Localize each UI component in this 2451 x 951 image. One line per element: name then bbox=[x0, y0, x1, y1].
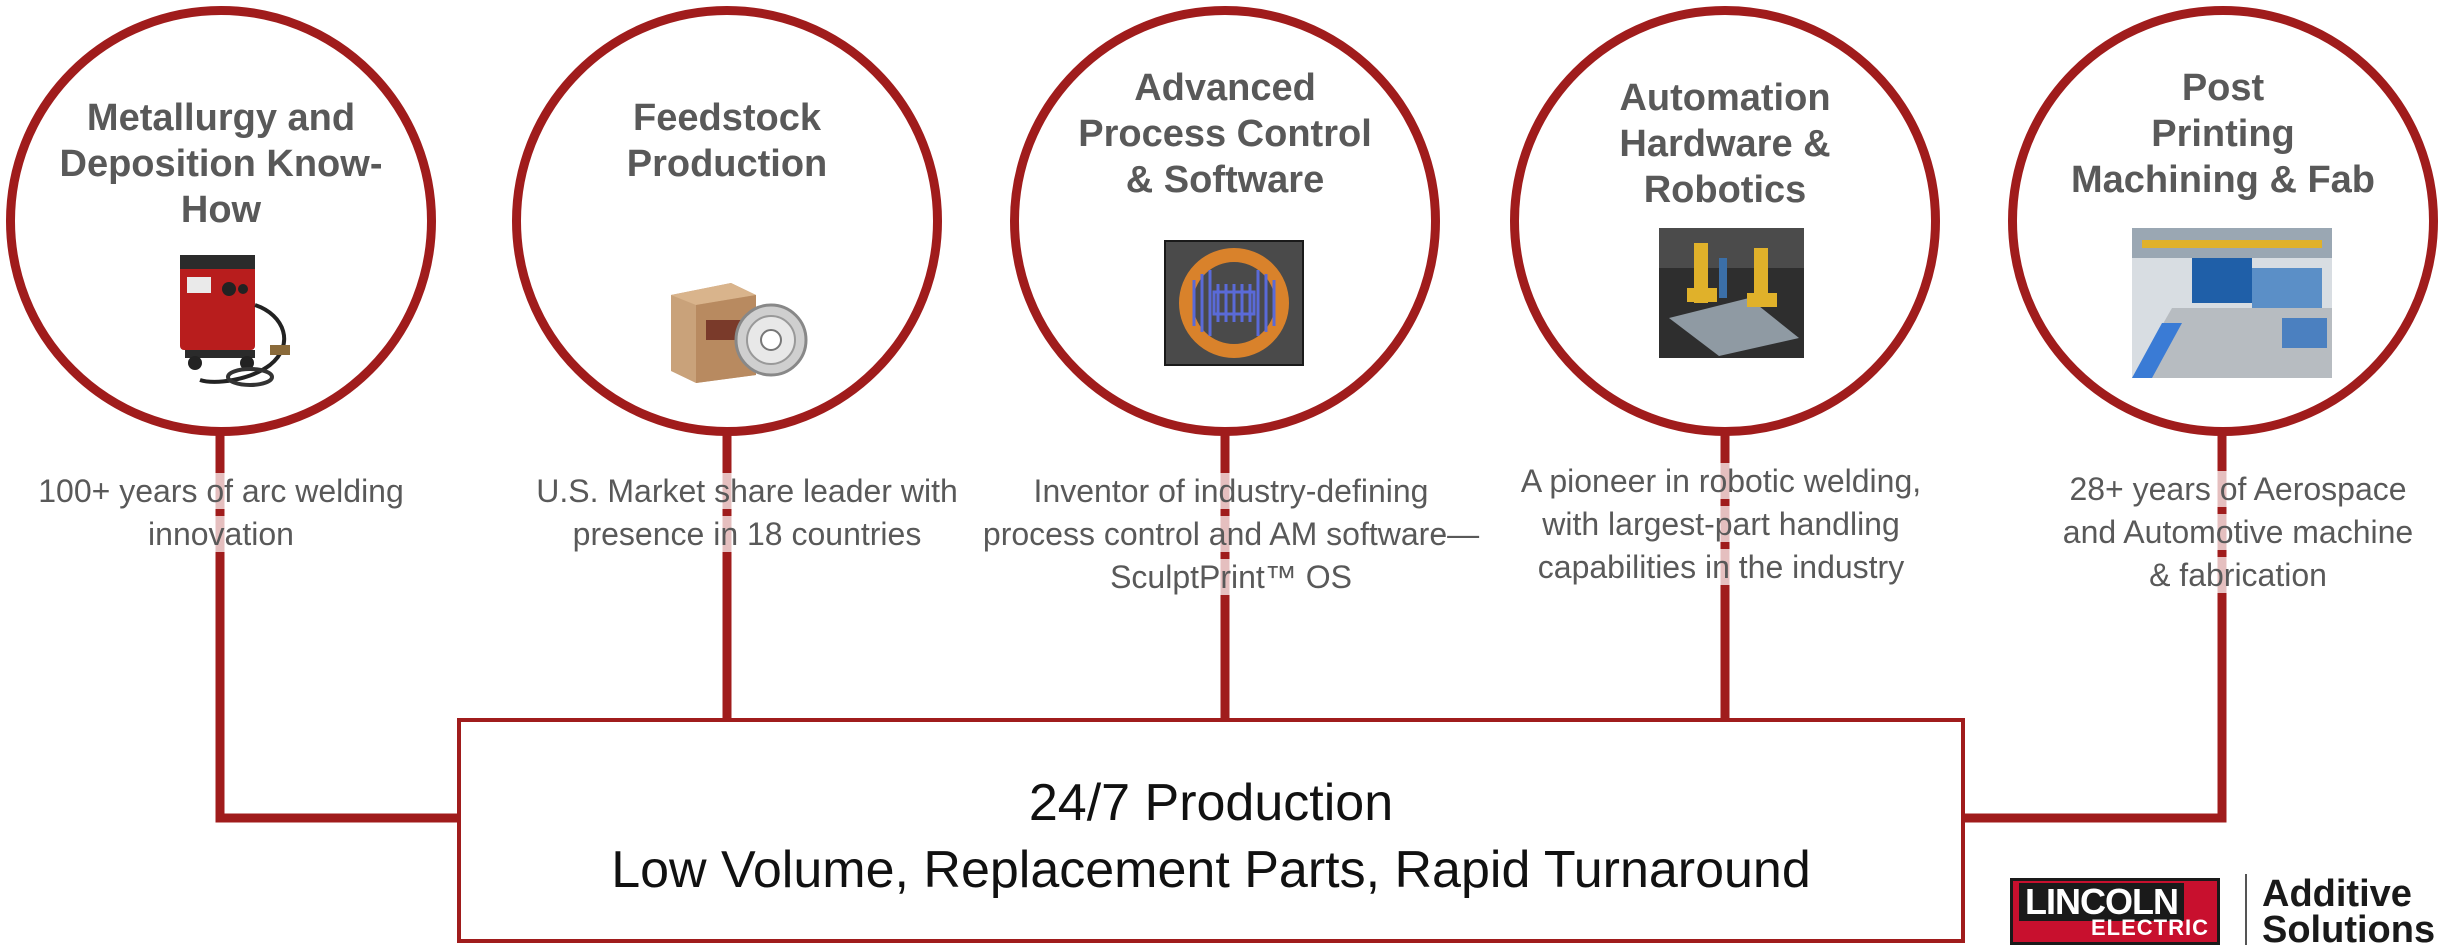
lincoln-badge: LINCOLN ELECTRIC bbox=[2010, 878, 2220, 945]
pillar-title: Feedstock Production bbox=[626, 97, 828, 185]
pillar-title: Post Printing Machining & Fab bbox=[2071, 67, 2375, 201]
toolpath-software-icon bbox=[1164, 240, 1304, 366]
production-title: 24/7 Production bbox=[1028, 774, 1394, 832]
pillar-circle-metallurgy: Metallurgy and Deposition Know- How bbox=[6, 6, 436, 436]
pillar-description: Inventor of industry-defining process co… bbox=[982, 473, 1480, 595]
connector-1 bbox=[215, 420, 457, 823]
pillar-circle-robotics: Automation Hardware & Robotics bbox=[1510, 6, 1940, 436]
production-subtitle: Low Volume, Replacement Parts, Rapid Tur… bbox=[611, 841, 1811, 899]
pillar-description: 28+ years of Aerospace and Automotive ma… bbox=[2062, 471, 2414, 593]
pillar-title: Advanced Process Control & Software bbox=[1078, 67, 1372, 201]
pillar-circle-software: Advanced Process Control & Software bbox=[1010, 6, 1440, 436]
pillar-title: Automation Hardware & Robotics bbox=[1619, 77, 1831, 211]
pillar-circle-machining: Post Printing Machining & Fab bbox=[2008, 6, 2438, 436]
wire-spool-box-icon bbox=[671, 283, 808, 383]
logo-product-text: Additive Solutions bbox=[2262, 873, 2436, 951]
logo-divider bbox=[2245, 874, 2247, 945]
connector-5 bbox=[1965, 420, 2227, 823]
logo-brand-bottom: ELECTRIC bbox=[2091, 915, 2209, 940]
machining-facility-icon bbox=[2132, 228, 2332, 378]
pillar-circle-feedstock: Feedstock Production bbox=[512, 6, 942, 436]
pillar-description: 100+ years of arc welding innovation bbox=[38, 473, 404, 552]
production-box: 24/7 Production Low Volume, Replacement … bbox=[457, 718, 1965, 943]
pillar-description: U.S. Market share leader with presence i… bbox=[536, 473, 958, 552]
welding-machine-icon bbox=[180, 255, 290, 387]
robotic-welding-cell-icon bbox=[1659, 228, 1804, 358]
lincoln-electric-logo: LINCOLN ELECTRIC Additive Solutions bbox=[2010, 870, 2451, 951]
logo-brand-top: LINCOLN bbox=[2019, 883, 2184, 921]
pillar-description: A pioneer in robotic welding, with large… bbox=[1520, 463, 1922, 585]
pillar-title: Metallurgy and Deposition Know- How bbox=[59, 97, 383, 231]
